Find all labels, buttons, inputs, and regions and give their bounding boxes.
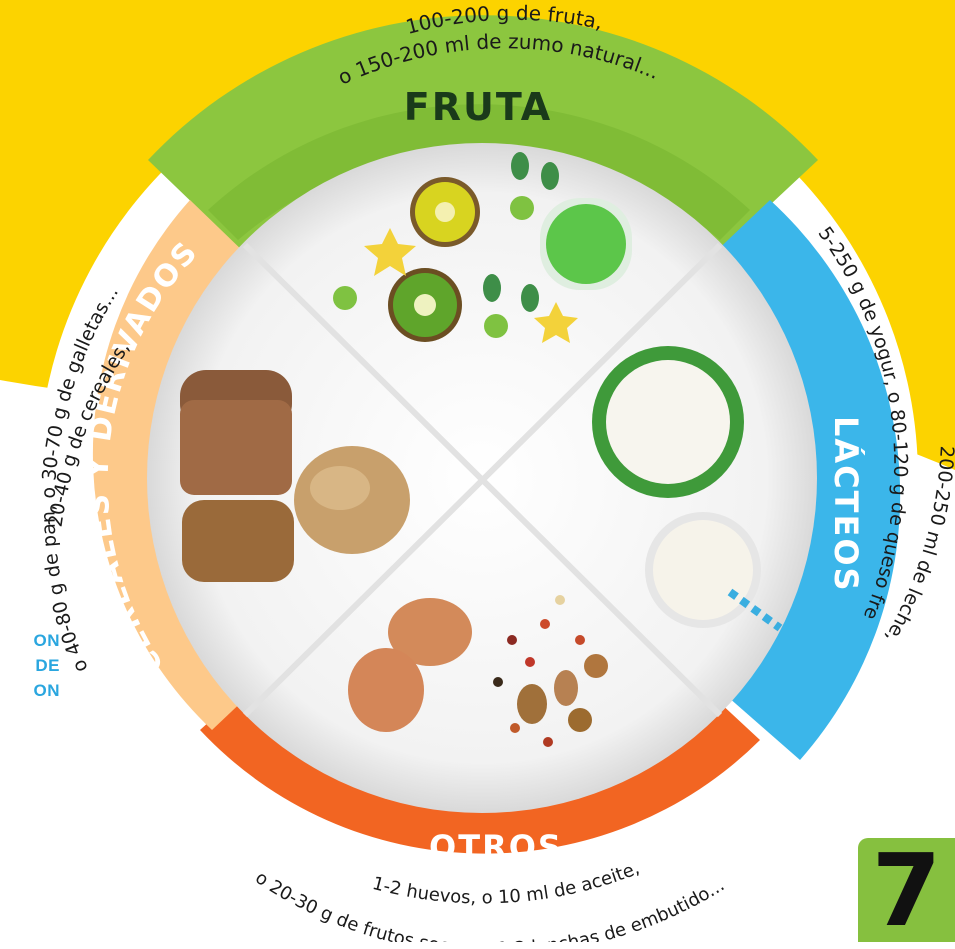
plate-divider-2 — [242, 242, 723, 718]
page-number: 7 — [871, 832, 942, 949]
star-fruit-icon — [364, 228, 578, 343]
fruta-inner-band — [208, 104, 750, 240]
eggs-icon — [348, 598, 472, 732]
side-text-line: ON — [33, 631, 60, 650]
oats-icon — [294, 446, 410, 554]
page-number-badge: 7 — [858, 832, 955, 949]
side-text-line: ON — [33, 681, 60, 700]
yogurt-bowl-icon — [592, 346, 744, 498]
otros-label: OTROS — [429, 828, 563, 866]
side-text: ON DE ON — [0, 628, 60, 703]
fruta-label: FRUTA — [404, 85, 552, 129]
grape-icon — [333, 152, 559, 338]
kiwi-icon — [388, 177, 480, 342]
side-text-line: DE — [35, 656, 60, 675]
milk-glass-icon — [645, 512, 783, 632]
nuts-icon — [493, 595, 608, 747]
lacteos-label: LÁCTEOS — [827, 416, 865, 593]
green-smoothie-icon — [540, 198, 632, 290]
bread-icon — [180, 370, 294, 582]
